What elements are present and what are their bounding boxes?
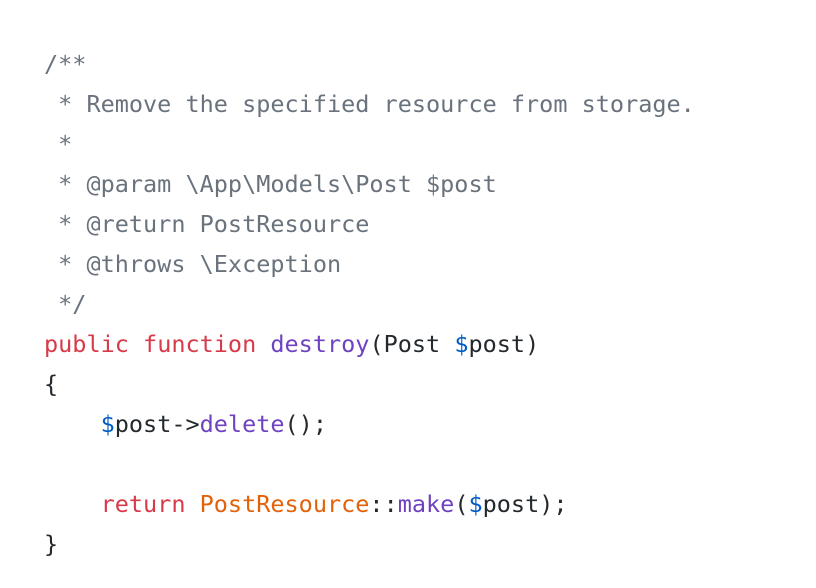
code-line: $post->delete();: [44, 404, 695, 444]
code-token-plain: [129, 330, 143, 358]
code-token-keyword: return: [100, 490, 186, 518]
code-token-plain: post->: [114, 410, 200, 438]
code-block: /** * Remove the specified resource from…: [44, 44, 695, 564]
code-token-plain: [44, 490, 101, 518]
code-line: * @param \App\Models\Post $post: [44, 164, 695, 204]
code-line: {: [44, 364, 695, 404]
code-line: * Remove the specified resource from sto…: [44, 84, 695, 124]
code-token-comment: * @param \App\Models\Post $post: [44, 170, 497, 198]
code-token-comment: * @throws \Exception: [44, 250, 342, 278]
code-token-plain: ::: [369, 490, 398, 518]
code-token-keyword: public: [44, 330, 129, 358]
code-token-var: $: [100, 410, 115, 438]
code-line: public function destroy(Post $post): [44, 324, 695, 364]
code-token-func: make: [397, 490, 455, 518]
code-token-comment: *: [44, 130, 73, 158]
code-token-class: PostResource: [199, 490, 370, 518]
code-token-var: $: [454, 330, 469, 358]
code-token-comment: */: [44, 290, 87, 318]
code-token-func: delete: [199, 410, 285, 438]
code-token-plain: [44, 410, 101, 438]
code-token-plain: post);: [482, 490, 568, 518]
code-token-var: $: [468, 490, 483, 518]
code-token-keyword: function: [143, 330, 257, 358]
code-token-plain: }: [44, 530, 59, 558]
code-line: *: [44, 124, 695, 164]
code-line: /**: [44, 44, 695, 84]
code-token-plain: post): [468, 330, 540, 358]
code-token-plain: [185, 490, 199, 518]
code-token-comment: * Remove the specified resource from sto…: [44, 90, 695, 118]
code-token-comment: * @return PostResource: [44, 210, 370, 238]
code-line: [44, 444, 695, 484]
code-token-plain: ();: [284, 410, 327, 438]
code-line: * @throws \Exception: [44, 244, 695, 284]
code-token-plain: (: [454, 490, 469, 518]
code-line: */: [44, 284, 695, 324]
code-token-plain: {: [44, 370, 59, 398]
code-token-plain: [256, 330, 270, 358]
code-line: return PostResource::make($post);: [44, 484, 695, 524]
code-token-plain: (Post: [369, 330, 455, 358]
code-token-comment: /**: [44, 50, 87, 78]
code-line: * @return PostResource: [44, 204, 695, 244]
code-token-func: destroy: [270, 330, 370, 358]
code-line: }: [44, 524, 695, 564]
